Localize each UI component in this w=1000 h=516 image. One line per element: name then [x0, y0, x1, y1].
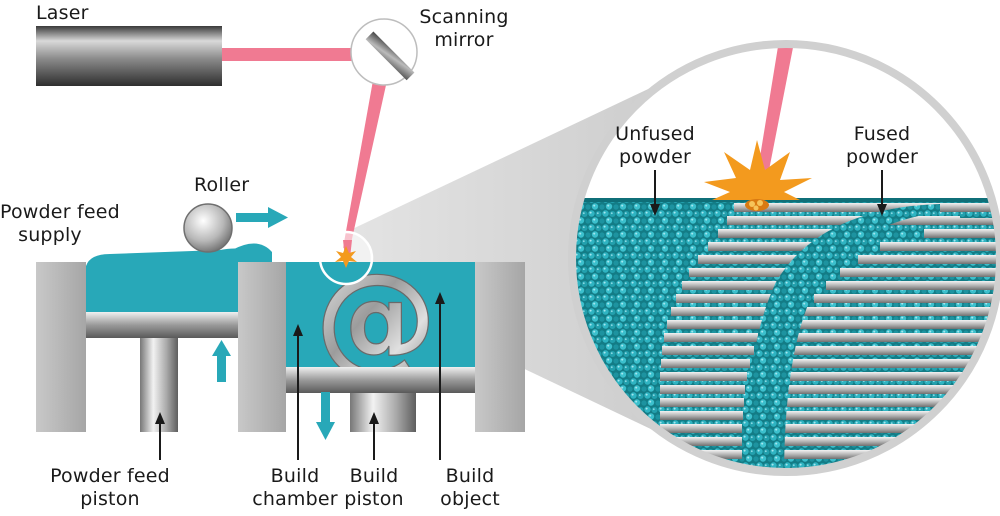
label-build-object-line2: object [440, 488, 500, 510]
arrow-down-icon [316, 392, 335, 440]
label-unfused-powder-line2: powder [619, 146, 691, 168]
label-build-piston-line1: Build [349, 465, 399, 487]
unfused-powder-arc [744, 204, 940, 472]
label-build-piston-line2: piston [344, 488, 404, 510]
spark-zoom [704, 140, 812, 200]
label-build-chamber-line1: Build [270, 465, 320, 487]
label-powder-feed-piston-line1: Powder feed [50, 465, 170, 487]
label-build-object-line1: Build [445, 465, 495, 487]
laser-beam-down [343, 58, 392, 248]
pointer-powder-feed-piston [155, 412, 165, 460]
label-build-object: Build object [424, 465, 516, 511]
spark-small [335, 246, 357, 268]
pointer-fused [877, 170, 887, 216]
build-chamber-left-wall [238, 262, 286, 432]
label-build-piston: Build piston [328, 465, 420, 511]
label-powder-feed-supply: Powder feed supply [0, 201, 120, 247]
arrow-up-icon [212, 340, 231, 382]
laser-source [36, 26, 222, 86]
label-fused-powder: Fused powder [834, 123, 930, 169]
label-roller: Roller [194, 174, 250, 196]
powder-mound [232, 243, 272, 262]
laser-beam-horizontal [222, 48, 384, 61]
label-scanning-mirror: Scanning mirror [412, 6, 516, 52]
label-unfused-powder: Unfused powder [604, 123, 706, 169]
label-powder-feed-piston: Powder feed piston [30, 465, 190, 511]
zoom-detail [568, 40, 1000, 476]
focus-circle [318, 230, 374, 286]
powder-feed-powder [86, 248, 262, 312]
scanning-mirror [350, 18, 418, 86]
build-piston-plate [286, 367, 475, 393]
label-scanning-mirror-line2: mirror [434, 29, 494, 51]
build-chamber-right-wall [475, 262, 525, 432]
pointer-build-piston [369, 412, 379, 460]
pointer-build-object [435, 292, 445, 460]
label-fused-powder-line2: powder [846, 146, 918, 168]
laser-beam-zoom [752, 44, 798, 206]
build-piston-rod [350, 393, 416, 432]
label-build-chamber: Build chamber [240, 465, 350, 511]
label-unfused-powder-line1: Unfused [615, 123, 695, 145]
label-fused-powder-line1: Fused [853, 123, 911, 145]
powder-feed-piston-plate [86, 312, 238, 338]
label-scanning-mirror-line1: Scanning [419, 6, 509, 28]
arrow-right-icon [236, 207, 288, 228]
pointer-build-chamber [293, 324, 303, 460]
build-object-symbol: @ [315, 247, 437, 389]
powder-feed-left-wall [36, 262, 86, 432]
build-chamber-powder [286, 262, 475, 367]
label-powder-feed-supply-line2: supply [18, 224, 82, 246]
label-laser: Laser [36, 2, 89, 24]
pointer-unfused [650, 170, 660, 216]
label-build-chamber-line2: chamber [252, 488, 338, 510]
label-powder-feed-supply-line1: Powder feed [0, 201, 120, 223]
roller [183, 203, 233, 253]
label-powder-feed-piston-line2: piston [80, 488, 140, 510]
